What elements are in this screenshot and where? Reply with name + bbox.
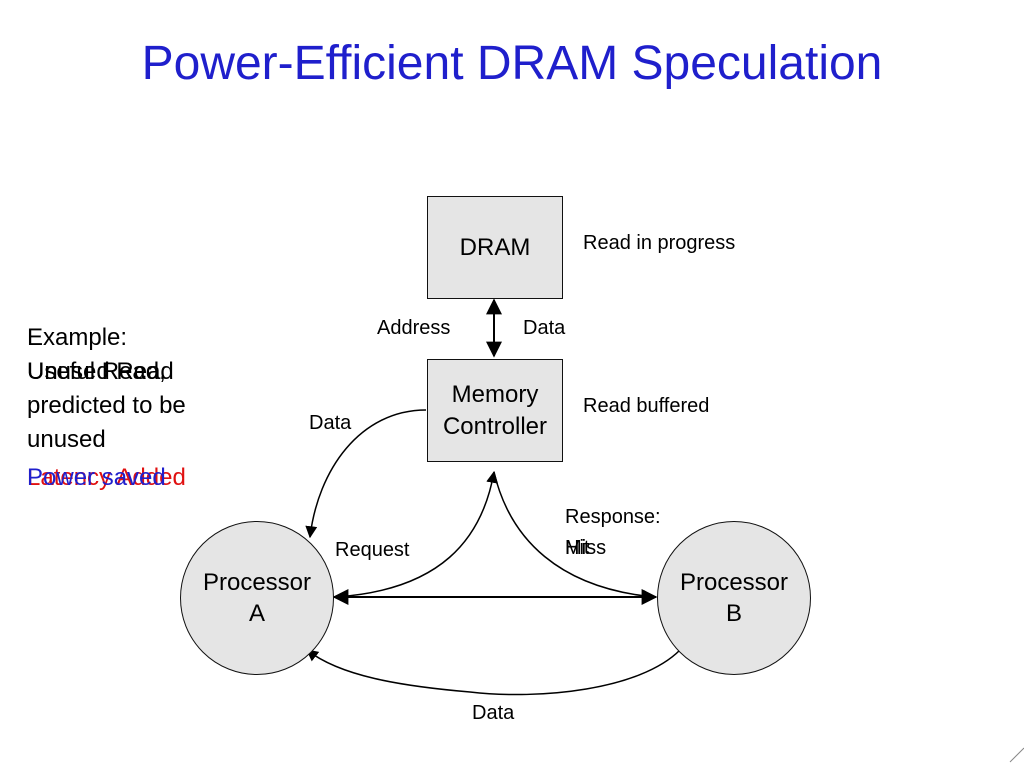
- processor-b-label-1: Processor: [679, 568, 789, 596]
- example-predicted: predicted to be: [27, 392, 186, 419]
- processor-b-node: Processor B: [657, 521, 811, 675]
- response-label: Response:: [565, 506, 661, 528]
- processor-b-label-2: B: [725, 600, 742, 627]
- response-miss: Miss: [565, 537, 607, 559]
- dram-data-label: Data: [523, 317, 566, 339]
- processor-a-label-1: Processor: [202, 568, 312, 596]
- b-to-a-data-curve: [306, 649, 681, 696]
- power-saved-label: Power saved: [27, 464, 166, 491]
- slide-title: Power-Efficient DRAM Speculation: [141, 37, 883, 90]
- dram-label: DRAM: [459, 233, 531, 261]
- example-text: Example: Useful Read, Unused Read predic…: [27, 322, 257, 496]
- dram-box: DRAM: [427, 196, 563, 299]
- response-hit: Hit: [565, 537, 590, 559]
- example-unused: unused: [27, 426, 106, 453]
- example-useful-read: Useful Read,: [27, 358, 166, 385]
- mc-to-a-data-curve: [305, 409, 427, 539]
- request-curve: [335, 470, 499, 598]
- example-heading: Example:: [27, 324, 128, 351]
- b-to-a-data-label: Data: [472, 702, 515, 724]
- read-in-progress-status: Read in progress: [583, 232, 736, 254]
- response-value: Hit Miss: [565, 537, 625, 561]
- mc-to-a-data-label: Data: [309, 412, 352, 434]
- latency-added-label: Latency Added: [27, 464, 186, 491]
- response-curve: [493, 471, 656, 602]
- memory-controller-label-2: Controller: [442, 412, 548, 440]
- processor-a-node: Processor A: [180, 521, 334, 675]
- processor-a-label-2: A: [248, 600, 265, 627]
- request-label: Request: [335, 539, 410, 561]
- example-unused-read: Unused Read: [27, 358, 174, 385]
- read-buffered-status: Read buffered: [583, 395, 710, 417]
- memory-controller-label-1: Memory: [451, 381, 539, 409]
- address-label: Address: [377, 317, 451, 339]
- memory-controller-box: Memory Controller: [427, 359, 563, 462]
